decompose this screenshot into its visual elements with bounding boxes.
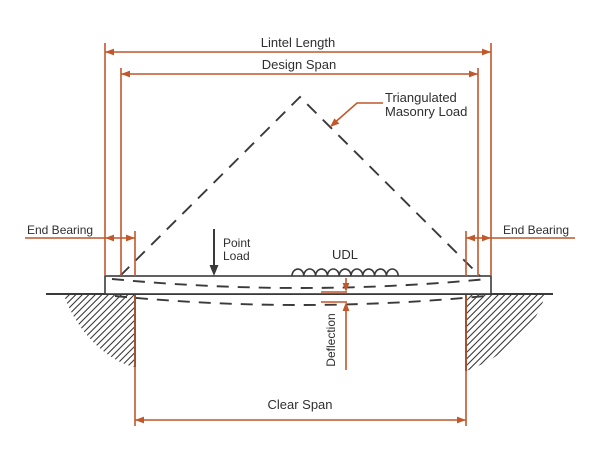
deflected-beam-top-curve <box>111 278 488 289</box>
deflection-dimension <box>321 278 350 370</box>
lintel-length-arrowhead-right <box>482 48 491 56</box>
clear-span-label: Clear Span <box>267 397 332 412</box>
masonry-load-label-line2: Masonry Load <box>385 104 467 119</box>
point-load-label-line2: Load <box>223 249 250 263</box>
design-span-label: Design Span <box>262 57 336 72</box>
lintel-length-dimension <box>104 43 492 276</box>
right-wall-hatch <box>466 295 545 371</box>
end-bearing-right-label: End Bearing <box>503 223 569 237</box>
design-span-arrowhead-right <box>469 70 478 78</box>
clear-span-dimension <box>134 295 467 426</box>
lintel-beam <box>104 275 492 295</box>
masonry-load-leader-arrowhead <box>330 118 340 127</box>
deflection-arrowhead-down <box>342 283 350 292</box>
end-bearing-left-label: End Bearing <box>27 223 93 237</box>
udl-label: UDL <box>332 247 358 262</box>
right-wall-support <box>465 294 545 371</box>
lintel-length-arrowhead-left <box>105 48 114 56</box>
point-load-arrowhead <box>209 265 219 276</box>
end-bearing-left-arrowhead-left <box>105 234 114 242</box>
design-span-dimension <box>120 68 479 276</box>
left-wall-hatch <box>64 295 135 367</box>
end-bearing-right-dimension <box>465 231 575 276</box>
masonry-load-leader <box>330 102 383 127</box>
design-span-arrowhead-left <box>121 70 130 78</box>
masonry-load-leader-line <box>331 102 383 126</box>
point-load-arrow <box>209 229 219 276</box>
point-load-label-line1: Point <box>223 236 251 250</box>
masonry-load-triangle <box>119 95 481 277</box>
end-bearing-left-arrowhead-right <box>126 234 135 242</box>
deflected-beam-bottom-curve <box>114 295 486 306</box>
masonry-load-label-line1: Triangulated <box>385 90 457 105</box>
deflection-arrowhead-up <box>342 302 350 311</box>
clear-span-arrowhead-right <box>457 416 466 424</box>
lintel-length-label: Lintel Length <box>261 35 335 50</box>
left-wall-support <box>64 294 136 367</box>
end-bearing-right-arrowhead-left <box>466 234 475 242</box>
deflection-label: Deflection <box>324 313 338 366</box>
clear-span-arrowhead-left <box>135 416 144 424</box>
udl-coil <box>291 268 399 277</box>
end-bearing-left-dimension <box>25 231 136 276</box>
end-bearing-right-arrowhead-right <box>482 234 491 242</box>
